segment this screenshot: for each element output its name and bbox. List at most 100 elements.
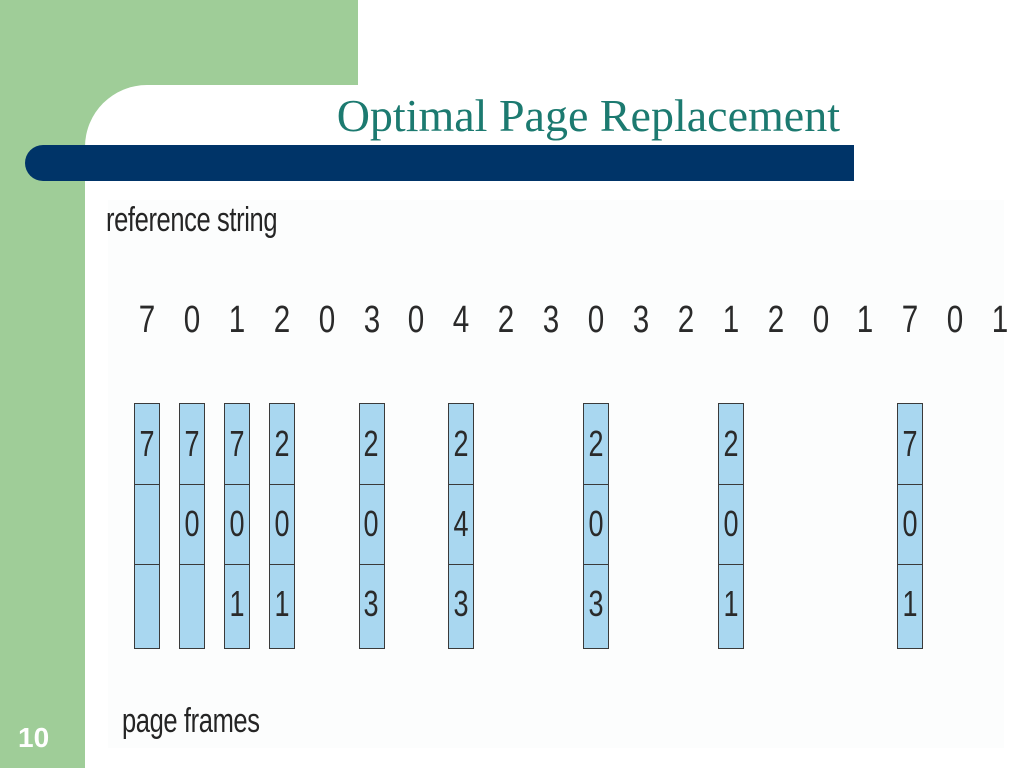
reference-number: 7 — [138, 299, 156, 341]
frame-cell-value: 0 — [229, 503, 245, 544]
frame-cell-value: 1 — [229, 583, 245, 624]
reference-number: 3 — [542, 299, 560, 341]
reference-number: 2 — [767, 299, 784, 341]
frame-divider — [718, 484, 743, 485]
frame-cell: 0 — [360, 484, 384, 564]
frame-column: 2 0 1 — [268, 403, 295, 649]
frame-cell: 3 — [584, 564, 608, 644]
frame-cell: 0 — [180, 484, 204, 564]
page-frames-label: page frames — [122, 702, 260, 740]
reference-number: 1 — [722, 299, 739, 341]
frame-cell: 0 — [225, 484, 249, 564]
reference-number: 1 — [857, 299, 874, 341]
frame-column: 2 0 1 — [717, 403, 744, 649]
reference-number: 0 — [946, 299, 964, 341]
frame-cell-value: 2 — [363, 423, 380, 464]
frame-cell: 1 — [719, 564, 743, 644]
frame-cell: 1 — [898, 564, 922, 644]
frame-cell-value: 1 — [902, 583, 918, 624]
frame-cell: 2 — [584, 404, 608, 484]
frame-divider — [898, 484, 923, 485]
frame-cell: 2 — [360, 404, 384, 484]
frame-cell-value: 0 — [588, 503, 604, 544]
frame-cell: 3 — [360, 564, 384, 644]
frame-cell: 1 — [270, 564, 294, 644]
reference-number: 2 — [273, 299, 290, 341]
frame-cell-value: 7 — [902, 423, 918, 464]
frame-divider — [224, 564, 249, 565]
reference-number: 1 — [228, 299, 246, 341]
frame-column: 2 4 3 — [448, 403, 475, 649]
reference-number: 4 — [453, 299, 470, 341]
reference-number: 0 — [318, 299, 335, 341]
frame-cell-value: 2 — [588, 423, 604, 464]
frame-cell-value: 0 — [184, 503, 200, 544]
frame-cell-value: 4 — [453, 503, 469, 544]
frame-cell: 7 — [135, 404, 159, 484]
frame-column: 2 0 3 — [583, 403, 609, 649]
frame-divider — [898, 564, 923, 565]
frame-cell-value: 3 — [453, 583, 469, 624]
frame-cell-value: 2 — [453, 423, 469, 464]
frame-divider — [269, 484, 294, 485]
frame-cell-value: 2 — [723, 423, 739, 464]
frame-divider — [449, 484, 474, 485]
reference-number: 0 — [183, 299, 201, 341]
reference-number: 2 — [677, 299, 695, 341]
slide-title: Optimal Page Replacement — [336, 90, 840, 141]
frame-divider — [269, 564, 294, 565]
reference-number: 1 — [991, 299, 1009, 341]
frame-divider — [359, 484, 384, 485]
frame-cell: 0 — [719, 484, 743, 564]
frame-divider — [135, 564, 159, 565]
frame-cell-value: 7 — [139, 423, 155, 464]
frame-cell-value: 0 — [274, 503, 290, 544]
frame-cell-value: 3 — [363, 583, 380, 624]
reference-number: 2 — [497, 299, 515, 341]
frame-cell-value: 1 — [274, 583, 290, 624]
frame-cell: 1 — [225, 564, 249, 644]
reference-number: 3 — [363, 299, 380, 341]
frame-cell-value: 1 — [723, 583, 739, 624]
frame-cell — [180, 564, 204, 644]
frame-divider — [584, 564, 608, 565]
frame-divider — [179, 484, 204, 485]
reference-number: 7 — [902, 299, 919, 341]
frame-column: 2 0 3 — [358, 403, 385, 649]
frame-cell: 7 — [180, 404, 204, 484]
frame-divider — [718, 564, 743, 565]
frame-cell-value: 7 — [229, 423, 245, 464]
frame-cell-value: 0 — [363, 503, 380, 544]
frame-cell: 4 — [449, 484, 473, 564]
frame-cell: 0 — [270, 484, 294, 564]
frame-divider — [224, 484, 249, 485]
frame-divider — [449, 564, 474, 565]
frame-cell: 0 — [898, 484, 922, 564]
slide-page-number: 10 — [18, 722, 50, 753]
reference-number: 0 — [408, 299, 425, 341]
frame-divider — [584, 484, 608, 485]
frame-column: 7 0 1 — [897, 403, 924, 649]
reference-string-label: reference string — [106, 201, 278, 239]
title-bar — [25, 145, 854, 181]
frame-cell: 2 — [449, 404, 473, 484]
frame-cell-value: 0 — [902, 503, 918, 544]
reference-number: 3 — [632, 299, 650, 341]
frame-cell: 7 — [225, 404, 249, 484]
frame-divider — [135, 484, 159, 485]
frame-divider — [359, 564, 384, 565]
frame-cell: 2 — [270, 404, 294, 484]
frame-cell: 7 — [898, 404, 922, 484]
frame-cell: 0 — [584, 484, 608, 564]
frame-cell — [135, 484, 159, 564]
frame-cell — [135, 564, 159, 644]
frame-column: 7 0 1 — [223, 403, 250, 649]
frame-column: 7 — [134, 403, 160, 649]
frame-cell-value: 3 — [588, 583, 604, 624]
diagram-area — [108, 200, 1004, 748]
reference-number: 0 — [587, 299, 605, 341]
frame-cell: 2 — [719, 404, 743, 484]
frame-cell-value: 2 — [274, 423, 290, 464]
frame-cell: 3 — [449, 564, 473, 644]
